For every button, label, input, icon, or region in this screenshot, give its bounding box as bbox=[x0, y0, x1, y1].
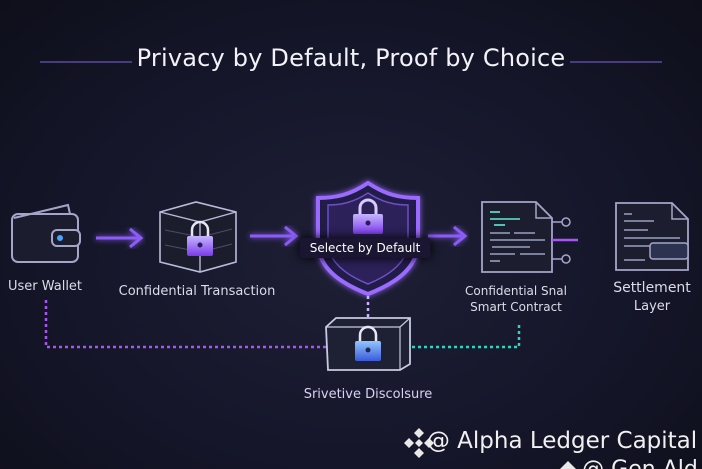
node-label-confidential-transaction: Confidential Transaction bbox=[118, 284, 276, 299]
disclosure-vault-icon bbox=[325, 317, 411, 371]
smart-contract-document-icon bbox=[481, 201, 608, 273]
arrow-icon bbox=[250, 225, 299, 247]
node-label-contract-line2: Smart Contract bbox=[470, 300, 562, 314]
settlement-ledger-icon bbox=[615, 202, 689, 271]
watermark-logo-icon bbox=[404, 428, 576, 469]
node-label-user-wallet: User Wallet bbox=[7, 279, 83, 294]
disclosure-connector bbox=[44, 296, 521, 349]
node-label-contract-line1: Confidential Snal bbox=[465, 284, 567, 298]
node-label-settlement-line1: Settlement bbox=[613, 280, 691, 296]
watermark-text: @ Alpha Ledger Capital bbox=[426, 428, 698, 454]
arrow-icon bbox=[428, 225, 468, 247]
encrypted-cube-icon bbox=[159, 201, 237, 273]
node-label-selective-disclosure: Srivetive Discolsure bbox=[303, 387, 433, 402]
arrow-icon bbox=[96, 227, 144, 249]
wallet-icon bbox=[11, 203, 81, 263]
watermark-text-secondary: @ Gen Ald bbox=[582, 457, 698, 469]
node-label-selective-by-default: Selecte by Default bbox=[299, 238, 431, 258]
page-title: Privacy by Default, Proof by Choice bbox=[136, 44, 566, 72]
node-label-settlement-line2: Layer bbox=[633, 299, 671, 314]
